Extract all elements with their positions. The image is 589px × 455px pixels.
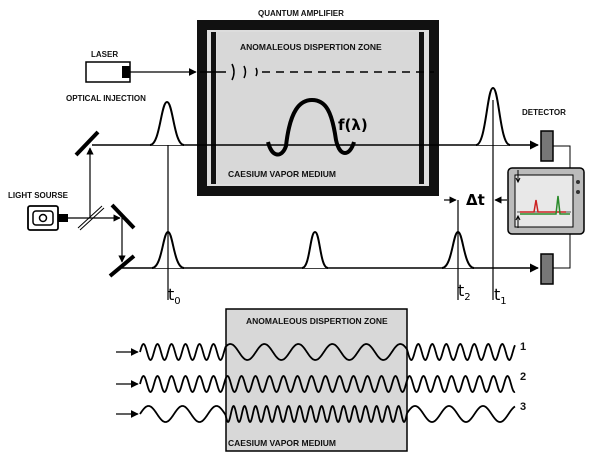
chamber-medium: [217, 32, 419, 184]
detector-top: [540, 130, 554, 162]
wave-1: [139, 343, 516, 361]
light-source: [27, 205, 68, 231]
detector-bottom: [540, 253, 554, 285]
wave-3: [139, 404, 516, 424]
top-pulse-input: [149, 100, 185, 146]
quantum-amplifier-label: QUANTUM AMPLIFIER: [258, 9, 344, 18]
t2-label: t2: [458, 281, 471, 303]
caesium-bottom-label: CAESIUM VAPOR MEDIUM: [228, 438, 336, 448]
top-mirror: [74, 130, 100, 157]
delta-t-indicator: Δt: [444, 191, 507, 209]
light-source-label: LIGHT SOURSE: [8, 191, 69, 200]
right-mirror: [110, 203, 136, 230]
injection-wavefronts: [200, 63, 434, 81]
caesium-top-label: CAESIUM VAPOR MEDIUM: [228, 169, 336, 179]
laser-label: LASER: [91, 50, 118, 59]
t0-label: t0: [168, 285, 181, 307]
wave3-label: 3: [520, 401, 526, 413]
laser-aperture: [122, 66, 130, 78]
oscilloscope: [507, 167, 585, 235]
bottom-mirror: [108, 254, 136, 278]
dispersion-curve: [266, 97, 356, 157]
optical-injection-label: OPTICAL INJECTION: [66, 94, 146, 103]
anomalous-zone-bottom-label: ANOMALEOUS DISPERTION ZONE: [246, 316, 388, 326]
wave2-label: 2: [520, 371, 526, 383]
wave1-label: 1: [520, 341, 526, 353]
amplifier-chamber: [197, 20, 439, 196]
wave-group: [139, 343, 516, 424]
cable-top: [553, 145, 571, 168]
bottom-pulse-2: [301, 230, 329, 269]
f-lambda-label: f(λ): [338, 116, 368, 134]
wave-2: [139, 375, 516, 393]
t1-label: t1: [494, 285, 507, 307]
detector-label: DETECTOR: [522, 108, 566, 117]
cable-bottom: [553, 234, 571, 269]
delta-t-label: Δt: [466, 191, 485, 209]
anomalous-zone-top-label: ANOMALEOUS DISPERTION ZONE: [240, 42, 382, 52]
